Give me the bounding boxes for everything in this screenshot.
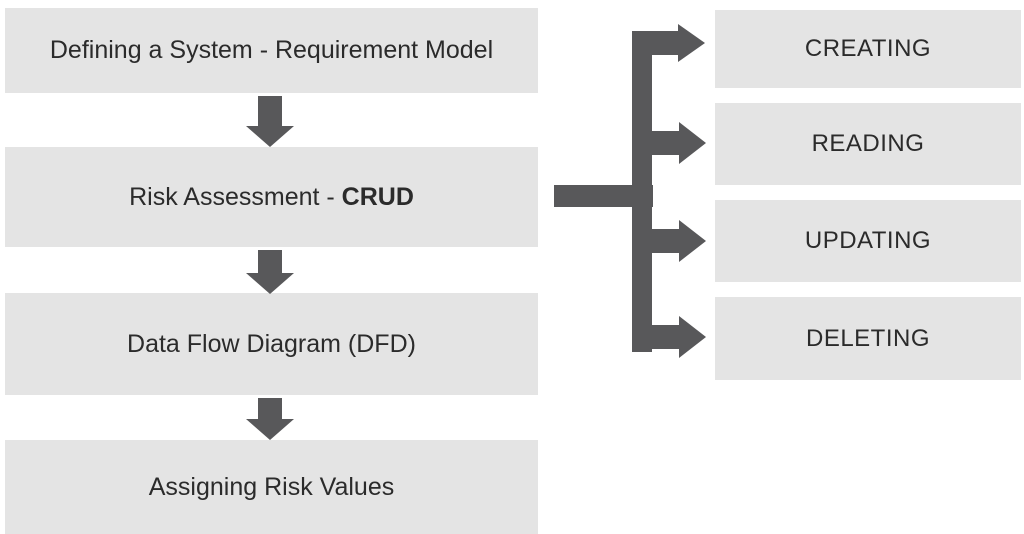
crud-box-deleting: DELETING <box>715 297 1021 380</box>
crud-label: CREATING <box>804 35 932 62</box>
step-label: Defining a System - Requirement Model <box>49 36 494 64</box>
down-arrow-icon <box>246 398 294 440</box>
step-box-assigning-risk-values: Assigning Risk Values <box>5 440 538 534</box>
crud-box-reading: READING <box>715 103 1021 185</box>
crud-label: UPDATING <box>804 227 932 254</box>
crud-bold-label: CRUD <box>341 182 414 211</box>
step-label: Risk Assessment - CRUD <box>129 182 414 211</box>
right-arrow-icon <box>632 24 705 62</box>
step-label: Data Flow Diagram (DFD) <box>127 329 416 358</box>
step-label: Assigning Risk Values <box>148 472 395 501</box>
crud-box-updating: UPDATING <box>715 200 1021 282</box>
crud-label: READING <box>811 130 925 157</box>
down-arrow-icon <box>246 250 294 294</box>
down-arrow-icon <box>246 96 294 147</box>
right-arrow-icon <box>652 122 706 164</box>
crud-box-creating: CREATING <box>715 10 1021 88</box>
step-box-risk-assessment: Risk Assessment - CRUD <box>5 147 538 247</box>
feed-line <box>554 185 653 207</box>
crud-label: DELETING <box>805 324 931 352</box>
right-arrow-icon <box>652 316 706 358</box>
step-box-requirement-model: Defining a System - Requirement Model <box>5 8 538 93</box>
trunk-line <box>632 31 652 352</box>
right-arrow-icon <box>652 220 706 262</box>
step-box-data-flow-diagram: Data Flow Diagram (DFD) <box>5 293 538 395</box>
